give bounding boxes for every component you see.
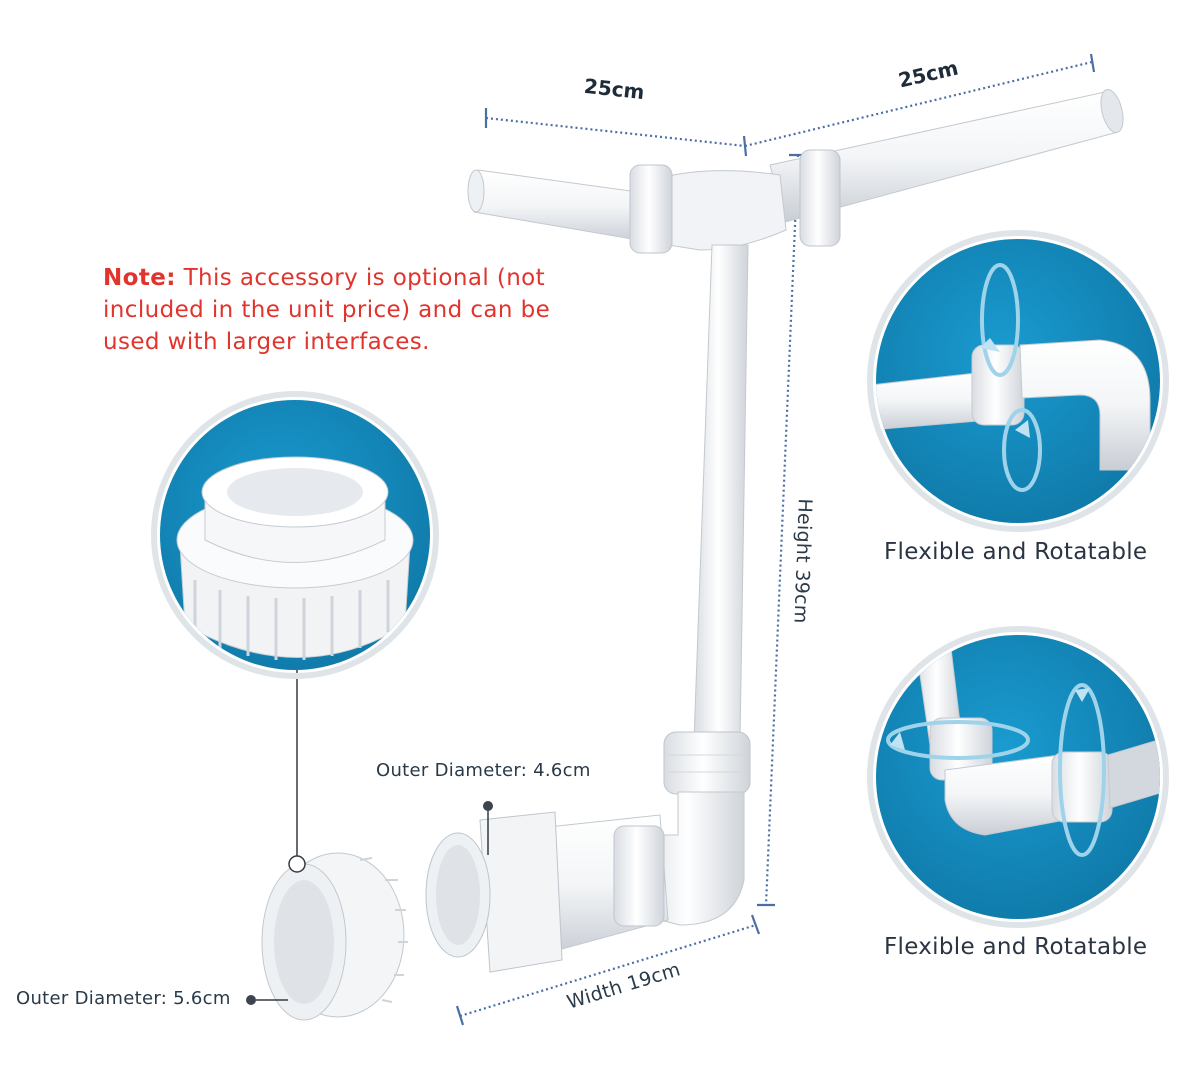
outer-diameter-label-ring: Outer Diameter: 5.6cm [16,988,231,1009]
pointer-outer-diameter [246,995,288,1005]
pointer-inner-diameter [483,801,493,855]
note-prefix: Note: [103,265,176,291]
accessory-note: Note: This accessory is optional (not in… [103,262,573,358]
dimension-label-height: Height 39cm [789,498,816,624]
outer-diameter-label-inlet: Outer Diameter: 4.6cm [376,760,591,781]
adapter-closeup-circle [151,391,439,679]
feature-caption-top: Flexible and Rotatable [884,539,1148,565]
feature-caption-bottom: Flexible and Rotatable [884,934,1148,960]
note-text: This accessory is optional (not included… [103,265,551,355]
connector-line [288,670,306,873]
rotation-closeup-circle-top [867,230,1169,532]
fountain-pipe [425,89,1124,973]
rotation-closeup-circle-bottom [867,626,1169,928]
threaded-ring [261,852,408,1021]
dimension-lines [459,60,1093,1018]
